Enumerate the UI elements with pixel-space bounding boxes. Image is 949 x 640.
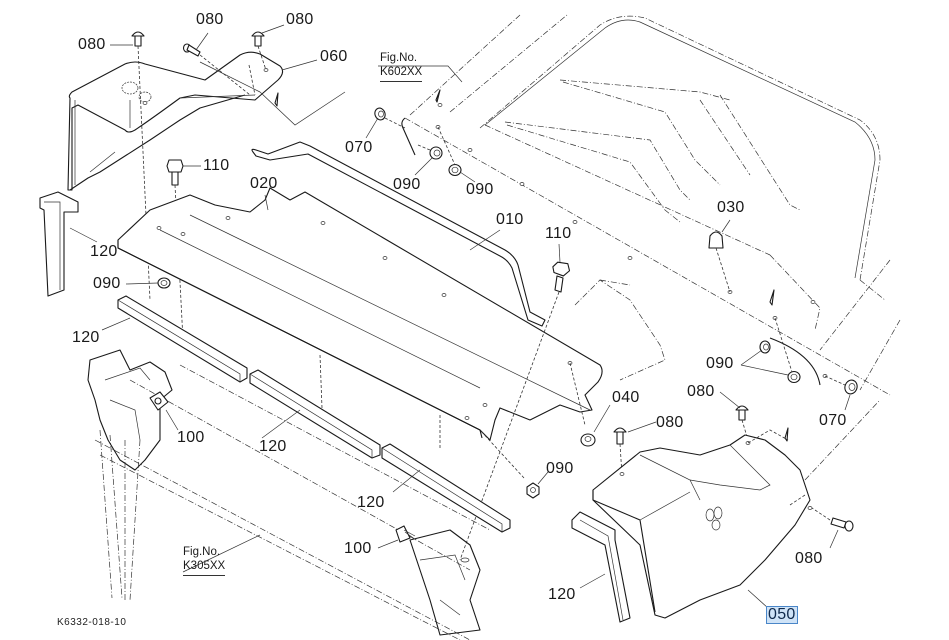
callout-120-seal-strip[interactable]: 120 xyxy=(259,438,287,455)
nut-090-d xyxy=(759,340,771,354)
cover-part-050 xyxy=(592,399,881,619)
callout-080-bolt-top-left[interactable]: 080 xyxy=(78,36,106,53)
nut-090-f xyxy=(479,429,540,499)
grommet-040 xyxy=(580,433,596,447)
figure-ref-label: Fig.No. xyxy=(183,546,221,558)
cab-roof-panel xyxy=(274,14,901,442)
callout-080-bolt-top-right[interactable]: 080 xyxy=(286,11,314,28)
seal-strip-120-a xyxy=(117,295,248,383)
callout-080-bolt[interactable]: 080 xyxy=(687,383,715,400)
nut-030 xyxy=(708,231,731,293)
bolt-080-d xyxy=(613,427,627,476)
bolt-080-c xyxy=(251,31,267,71)
clip-100-b xyxy=(395,525,417,543)
callout-080-bolt[interactable]: 080 xyxy=(656,414,684,431)
callout-060-bracket[interactable]: 060 xyxy=(320,48,348,65)
nut-090-e xyxy=(774,317,801,384)
drawing-code: K6332-018-10 xyxy=(57,617,127,628)
callout-090-nut[interactable]: 090 xyxy=(466,181,494,198)
grommet-070-b xyxy=(824,375,858,395)
callout-070-grommet[interactable]: 070 xyxy=(819,412,847,429)
panel-part-020 xyxy=(117,187,666,450)
bracket-part-060 xyxy=(67,51,346,191)
nut-090-b xyxy=(437,126,462,177)
callout-110-bolt[interactable]: 110 xyxy=(545,225,572,242)
callout-080-bolt-top-middle[interactable]: 080 xyxy=(196,11,224,28)
figure-ref-label: Fig.No. xyxy=(380,52,418,64)
figure-reference-k305xx[interactable]: Fig.No. K305XX xyxy=(183,545,226,576)
callout-090-nut[interactable]: 090 xyxy=(393,176,421,193)
bolt-080-b xyxy=(182,43,251,96)
callout-100-clip[interactable]: 100 xyxy=(344,540,372,557)
callout-090-nut-pair[interactable]: 090 xyxy=(706,355,734,372)
callout-040-grommet[interactable]: 040 xyxy=(612,389,640,406)
leader-lines xyxy=(69,24,851,609)
seal-strip-120-c xyxy=(381,443,511,533)
seal-strip-120-left-vertical xyxy=(39,191,79,297)
callout-090-nut[interactable]: 090 xyxy=(93,275,121,292)
callout-090-nut[interactable]: 090 xyxy=(546,460,574,477)
callout-120-seal-strip[interactable]: 120 xyxy=(548,586,576,603)
bolt-080-f xyxy=(811,507,854,532)
callout-030-nut[interactable]: 030 xyxy=(717,199,745,216)
callout-020-panel[interactable]: 020 xyxy=(250,175,278,192)
callout-100-clip[interactable]: 100 xyxy=(177,429,205,446)
figure-ref-number: K602XX xyxy=(380,65,423,82)
nut-090-a xyxy=(417,144,443,160)
seal-strip-120-right-vertical xyxy=(571,511,631,623)
callout-120-seal-strip[interactable]: 120 xyxy=(357,494,385,511)
callout-070-grommet[interactable]: 070 xyxy=(345,139,373,156)
seal-strip-120-b xyxy=(249,369,381,459)
clip-100-a xyxy=(149,391,169,411)
figure-reference-k602xx[interactable]: Fig.No. K602XX xyxy=(380,51,423,82)
rod-part-010 xyxy=(251,141,546,327)
callout-120-seal-strip[interactable]: 120 xyxy=(90,243,118,260)
figure-ref-number: K305XX xyxy=(183,559,226,576)
callout-120-seal-strip[interactable]: 120 xyxy=(72,329,100,346)
bolt-110-b xyxy=(459,261,571,561)
grommet-070-a xyxy=(374,107,406,129)
callout-010-rod[interactable]: 010 xyxy=(496,211,524,228)
nut-090-c xyxy=(157,277,171,289)
callout-110-bolt[interactable]: 110 xyxy=(203,157,230,174)
callout-080-bolt[interactable]: 080 xyxy=(795,550,823,567)
callout-050-cover-selected[interactable]: 050 xyxy=(766,606,798,624)
